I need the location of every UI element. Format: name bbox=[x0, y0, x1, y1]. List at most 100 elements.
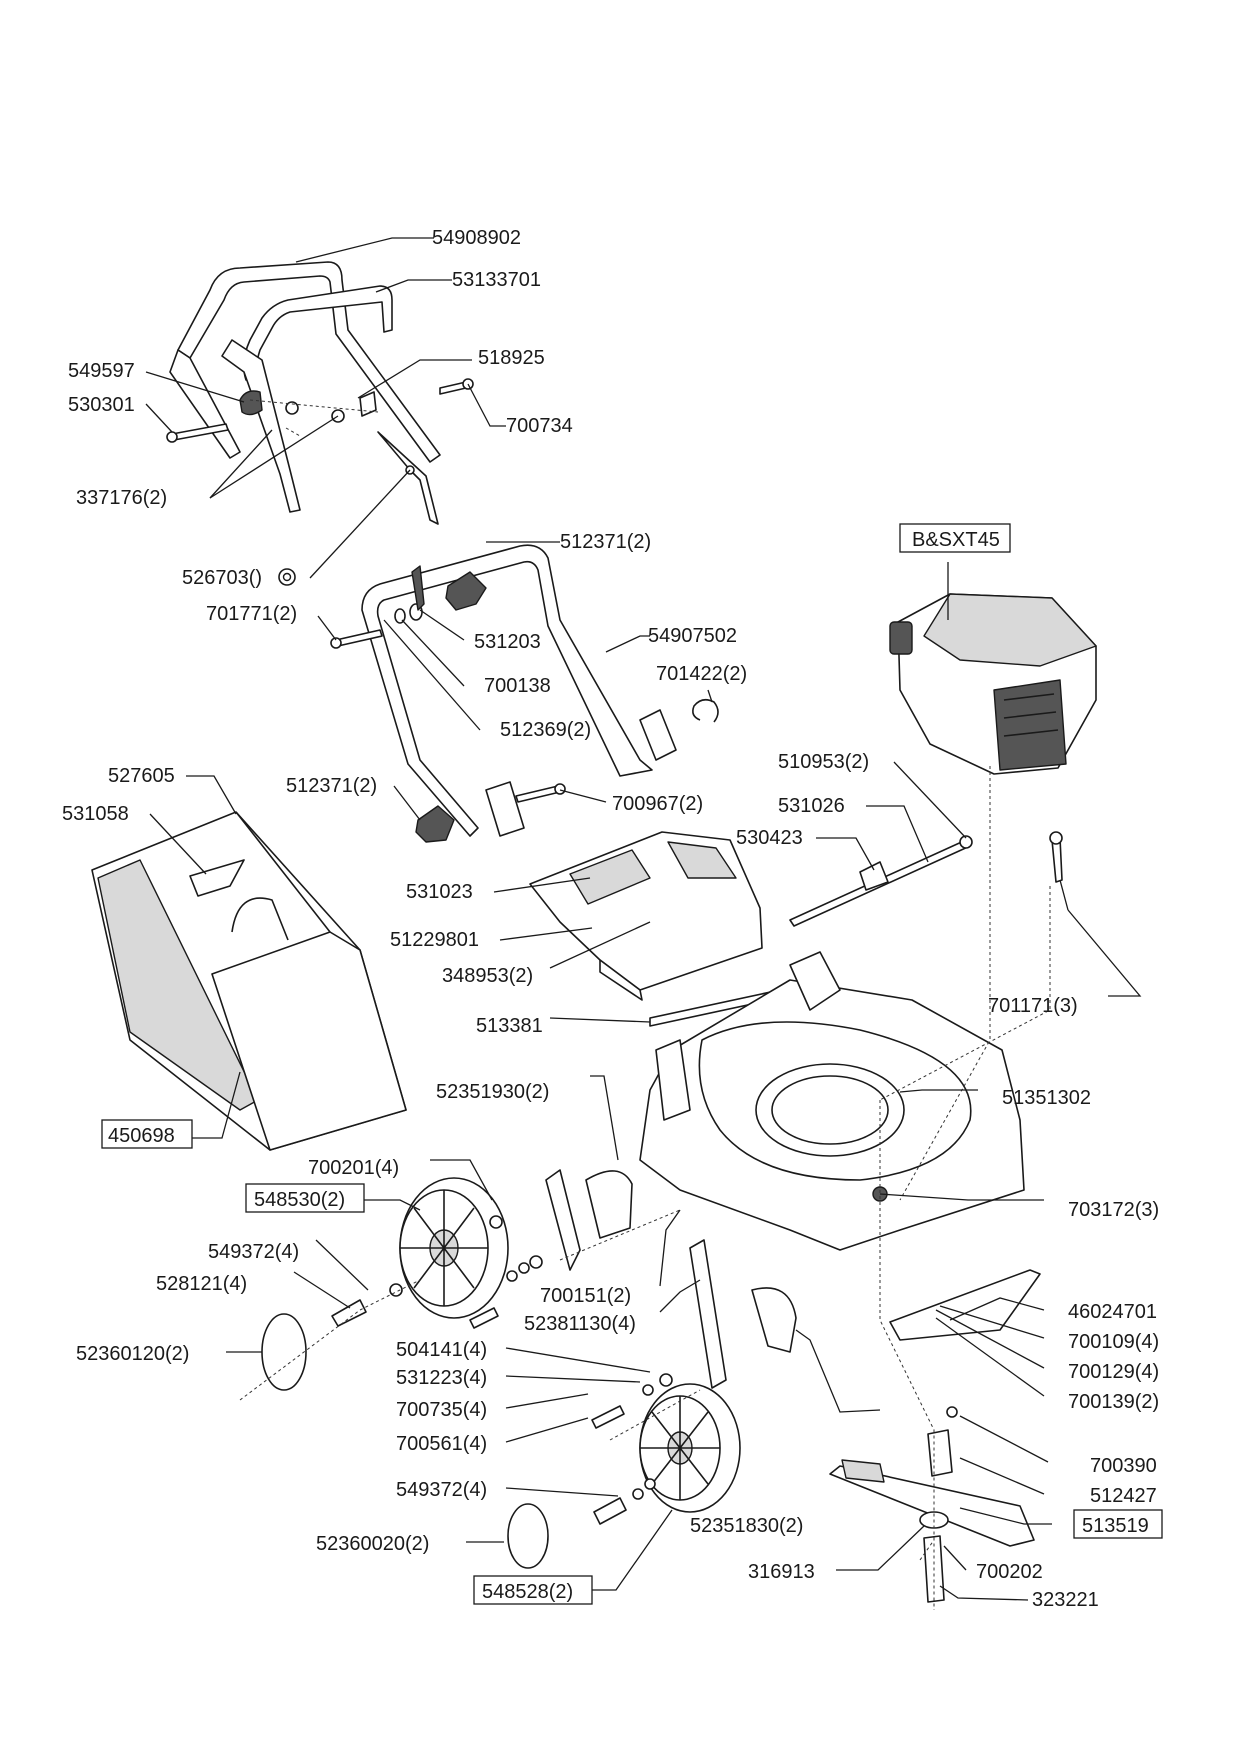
washers-rear bbox=[389, 1215, 673, 1500]
label-510953: 510953(2) bbox=[778, 751, 869, 773]
label-549372-upper: 549372(4) bbox=[208, 1241, 299, 1263]
label-513519: 513519 bbox=[1082, 1515, 1149, 1537]
label-518925: 518925 bbox=[478, 347, 545, 369]
wheel-label-frame-548528 bbox=[473, 1575, 593, 1605]
clip-701422 bbox=[692, 698, 719, 723]
label-337176: 337176(2) bbox=[76, 487, 167, 509]
label-526703: 526703() bbox=[182, 567, 262, 589]
label-548530: 548530(2) bbox=[254, 1189, 345, 1211]
blade-label-frame bbox=[1073, 1509, 1163, 1539]
label-700201: 700201(4) bbox=[308, 1157, 399, 1179]
bolt-700734 bbox=[439, 378, 474, 395]
grass-bag-450698 bbox=[91, 811, 407, 1151]
label-527605: 527605 bbox=[108, 765, 175, 787]
label-531026: 531026 bbox=[778, 795, 845, 817]
assembly-guides bbox=[239, 399, 1051, 1610]
label-316913: 316913 bbox=[748, 1561, 815, 1583]
part-labels: 54908902 53133701 549597 518925 530301 7… bbox=[62, 227, 1159, 1611]
label-53133701: 53133701 bbox=[452, 269, 541, 291]
label-513381: 513381 bbox=[476, 1015, 543, 1037]
engine-label-frame bbox=[899, 523, 1011, 553]
label-700202: 700202 bbox=[976, 1561, 1043, 1583]
label-52381130: 52381130(4) bbox=[524, 1313, 636, 1335]
knob-512371-upper bbox=[445, 571, 487, 611]
hubcap-52360120 bbox=[261, 1313, 307, 1391]
label-700735: 700735(4) bbox=[396, 1399, 487, 1421]
height-lever-52351930 bbox=[545, 1169, 633, 1271]
lower-handle-54907502 bbox=[361, 544, 677, 837]
chute-531023 bbox=[529, 831, 763, 1001]
key-700390 bbox=[946, 1406, 958, 1418]
label-549372-lower: 549372(4) bbox=[396, 1479, 487, 1501]
height-lever-52381130 bbox=[689, 1239, 727, 1389]
label-engine-b-s-xt45: B&SXT45 bbox=[912, 529, 1000, 551]
wheel-548530 bbox=[399, 1177, 509, 1319]
label-700151: 700151(2) bbox=[540, 1285, 631, 1307]
reel-icon bbox=[278, 568, 296, 586]
bracket-52351830 bbox=[751, 1287, 797, 1353]
bracket-518925 bbox=[359, 391, 377, 417]
label-504141: 504141(4) bbox=[396, 1339, 487, 1361]
axle-bolt-528121 bbox=[331, 1299, 627, 1525]
label-52360020: 52360020(2) bbox=[316, 1533, 429, 1555]
label-700561: 700561(4) bbox=[396, 1433, 487, 1455]
label-548528: 548528(2) bbox=[482, 1581, 573, 1603]
label-51351302: 51351302 bbox=[1002, 1087, 1091, 1109]
label-701422: 701422(2) bbox=[656, 663, 747, 685]
label-700129: 700129(4) bbox=[1068, 1361, 1159, 1383]
label-549597: 549597 bbox=[68, 360, 135, 382]
washer-531203 bbox=[394, 565, 425, 624]
label-701771: 701771(2) bbox=[206, 603, 297, 625]
bolt-701171 bbox=[1049, 831, 1063, 883]
label-703172: 703172(3) bbox=[1068, 1199, 1159, 1221]
label-52351830: 52351830(2) bbox=[690, 1515, 803, 1537]
label-52351930: 52351930(2) bbox=[436, 1081, 549, 1103]
blade-adapter-512427 bbox=[927, 1429, 953, 1477]
label-531023: 531023 bbox=[406, 881, 473, 903]
label-512371-upper: 512371(2) bbox=[560, 531, 651, 553]
label-512369: 512369(2) bbox=[500, 719, 591, 741]
label-512371-lower: 512371(2) bbox=[286, 775, 377, 797]
hubcap-52360020 bbox=[507, 1503, 549, 1569]
label-700734: 700734 bbox=[506, 415, 573, 437]
label-54907502: 54907502 bbox=[648, 625, 737, 647]
label-51229801: 51229801 bbox=[390, 929, 479, 951]
wheel-label-frame-548530 bbox=[245, 1183, 365, 1213]
handle-clip-549597 bbox=[239, 390, 299, 416]
deck-51351302 bbox=[639, 951, 1025, 1251]
label-701171: 701171(3) bbox=[988, 995, 1078, 1017]
bolt-701771 bbox=[330, 629, 383, 649]
label-700138: 700138 bbox=[484, 675, 551, 697]
label-348953: 348953(2) bbox=[442, 965, 533, 987]
label-700390: 700390 bbox=[1090, 1455, 1157, 1477]
leader-lines bbox=[145, 237, 1142, 1601]
label-512427: 512427 bbox=[1090, 1485, 1157, 1507]
spring-530423 bbox=[859, 861, 889, 891]
label-700139: 700139(2) bbox=[1068, 1391, 1159, 1413]
bolt-700967 bbox=[515, 783, 566, 803]
label-54908902: 54908902 bbox=[432, 227, 521, 249]
label-531223: 531223(4) bbox=[396, 1367, 487, 1389]
label-531058: 531058 bbox=[62, 803, 129, 825]
label-46024701: 46024701 bbox=[1068, 1301, 1157, 1323]
blade-513519 bbox=[829, 1459, 1035, 1547]
label-530301: 530301 bbox=[68, 394, 135, 416]
label-700109: 700109(4) bbox=[1068, 1331, 1159, 1353]
label-700967: 700967(2) bbox=[612, 793, 703, 815]
label-530423: 530423 bbox=[736, 827, 803, 849]
label-450698: 450698 bbox=[108, 1125, 175, 1147]
washer-510953 bbox=[959, 835, 973, 849]
engine-b-s-xt45 bbox=[889, 593, 1097, 775]
label-323221: 323221 bbox=[1032, 1589, 1099, 1611]
rear-bracket-46024701 bbox=[889, 1269, 1041, 1341]
bag-label-frame bbox=[101, 1119, 193, 1149]
bolt-700561 bbox=[469, 1307, 625, 1429]
knob-512371-lower bbox=[415, 805, 455, 843]
label-531203: 531203 bbox=[474, 631, 541, 653]
label-52360120: 52360120(2) bbox=[76, 1343, 189, 1365]
wheel-548528 bbox=[639, 1383, 741, 1513]
upper-handle bbox=[169, 261, 441, 513]
label-528121: 528121(4) bbox=[156, 1273, 247, 1295]
